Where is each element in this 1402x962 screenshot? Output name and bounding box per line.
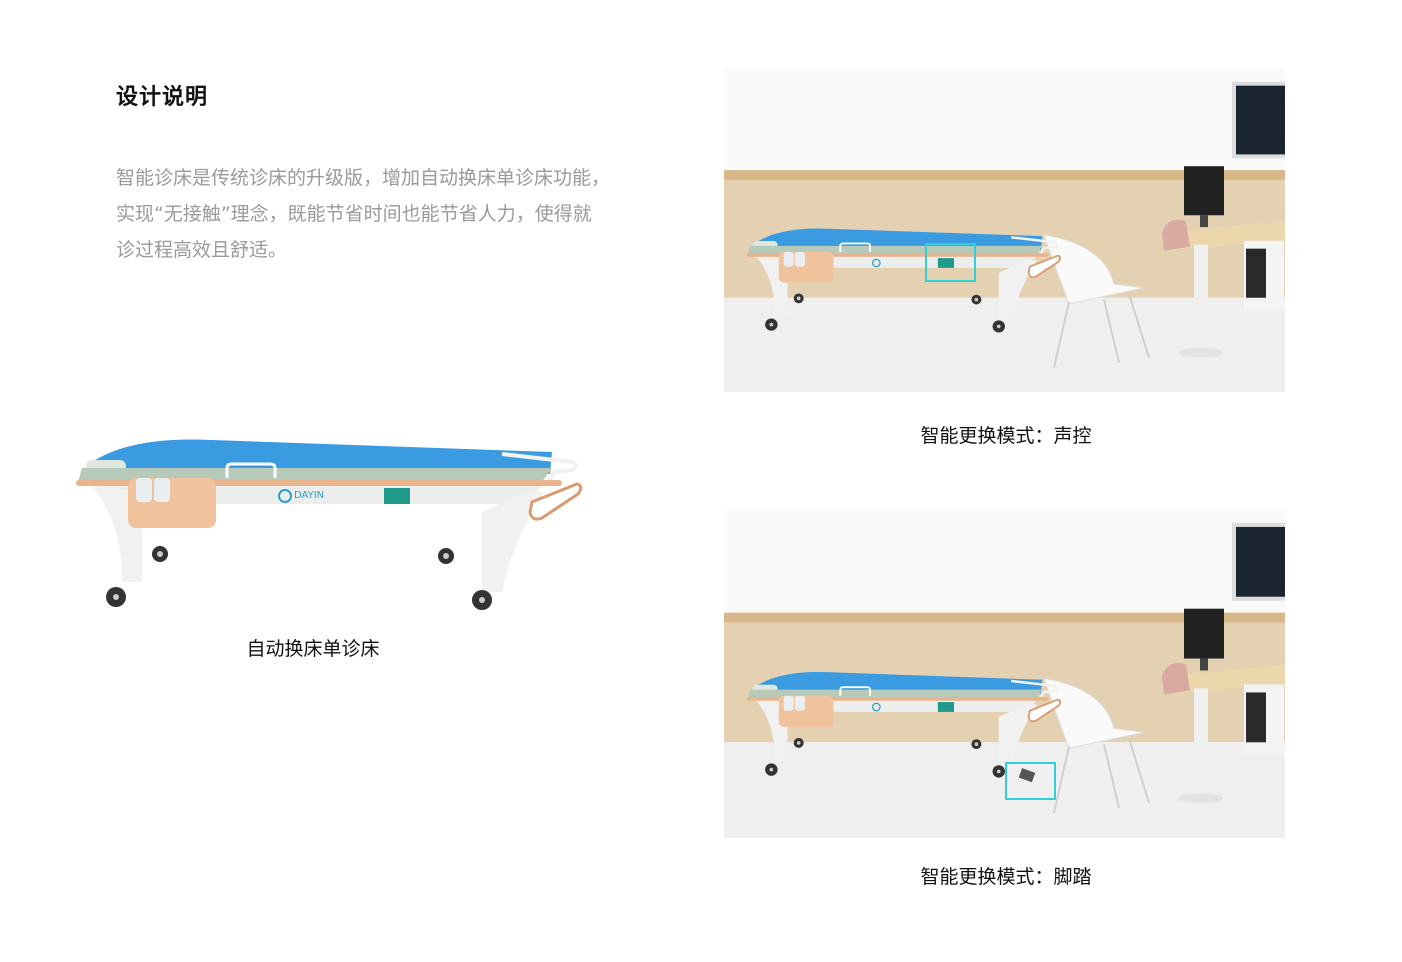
highlight-box-control-panel [925, 243, 976, 282]
design-description: 智能诊床是传统诊床的升级版，增加自动换床单诊床功能， 实现“无接触”理念，既能节… [116, 160, 610, 268]
scene-caption-voice: 智能更换模式：声控 [920, 425, 1092, 447]
scene-caption-pedal: 智能更换模式：脚踏 [920, 866, 1092, 888]
product-caption: 自动换床单诊床 [246, 638, 380, 660]
description-line: 智能诊床是传统诊床的升级版，增加自动换床单诊床功能， [116, 167, 611, 189]
description-line: 诊过程高效且舒适。 [116, 239, 288, 261]
highlight-box-foot-pedal [1005, 762, 1056, 800]
scene-foot-pedal-image [724, 509, 1285, 838]
product-image-bed [72, 432, 587, 616]
brand-logo-text: DAYIN [294, 490, 325, 501]
page-title: 设计说明 [116, 85, 209, 110]
scene-voice-control-image [724, 68, 1285, 392]
description-line: 实现“无接触”理念，既能节省时间也能节省人力，使得就 [116, 203, 592, 225]
